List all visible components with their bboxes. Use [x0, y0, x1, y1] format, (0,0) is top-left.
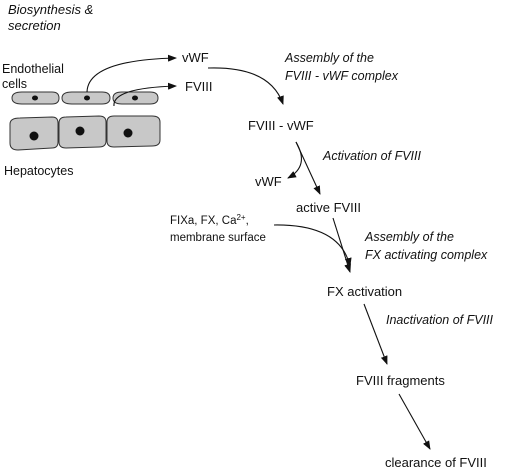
cell-nucleus [32, 95, 38, 101]
endothelial-label-line2: cells [2, 77, 27, 91]
cell-nucleus [29, 131, 39, 141]
assembly-fx-label-line2: FX activating complex [365, 248, 488, 262]
activation-fviii-label: Activation of FVIII [322, 149, 421, 163]
assembly-arrow [207, 67, 284, 105]
hepatocytes [9, 115, 161, 151]
cofactor-arrow [273, 224, 352, 267]
endothelial-cells [11, 91, 159, 105]
secretion-arrow-fviii [113, 82, 177, 107]
hepatocytes-label: Hepatocytes [4, 164, 73, 178]
fx-activation-label: FX activation [327, 284, 402, 299]
secretion-arrow-vwf [86, 54, 177, 93]
endothelial-label-line1: Endothelial [2, 62, 64, 76]
assembly-complex-label-line1: Assembly of the [284, 51, 374, 65]
clearance-fviii-label: clearance of FVIII [385, 455, 487, 470]
biosynthesis-title-line2: secretion [8, 18, 61, 33]
fviii-vwf-complex-label: FVIII - vWF [248, 118, 314, 133]
inactivation-fviii-label: Inactivation of FVIII [386, 313, 494, 327]
assembly-complex-label-line2: FVIII - vWF complex [285, 69, 399, 83]
cofactors-label: FIXa, FX, Ca2+, [170, 213, 249, 227]
hepatocyte [106, 115, 161, 148]
fviii-fragments-label: FVIII fragments [356, 373, 445, 388]
cell-nucleus [84, 95, 90, 101]
active-fviii-label: active FVIII [296, 200, 361, 215]
vwf-label: vWF [182, 50, 209, 65]
assembly-fx-label-line1: Assembly of the [364, 230, 454, 244]
cell-nucleus [123, 128, 133, 138]
vwf-released-label: vWF [255, 174, 282, 189]
fx-assembly-arrow [332, 217, 351, 273]
fviii-label: FVIII [185, 79, 212, 94]
vwf-release-arrow [287, 141, 302, 179]
biosynthesis-title-line1: Biosynthesis & [8, 2, 93, 17]
clearance-arrow [398, 393, 431, 450]
cell-nucleus [132, 95, 138, 101]
activation-arrow [295, 141, 321, 195]
inactivation-arrow [363, 303, 388, 365]
cell-nucleus [75, 126, 85, 136]
membrane-surface-label: membrane surface [170, 232, 266, 244]
